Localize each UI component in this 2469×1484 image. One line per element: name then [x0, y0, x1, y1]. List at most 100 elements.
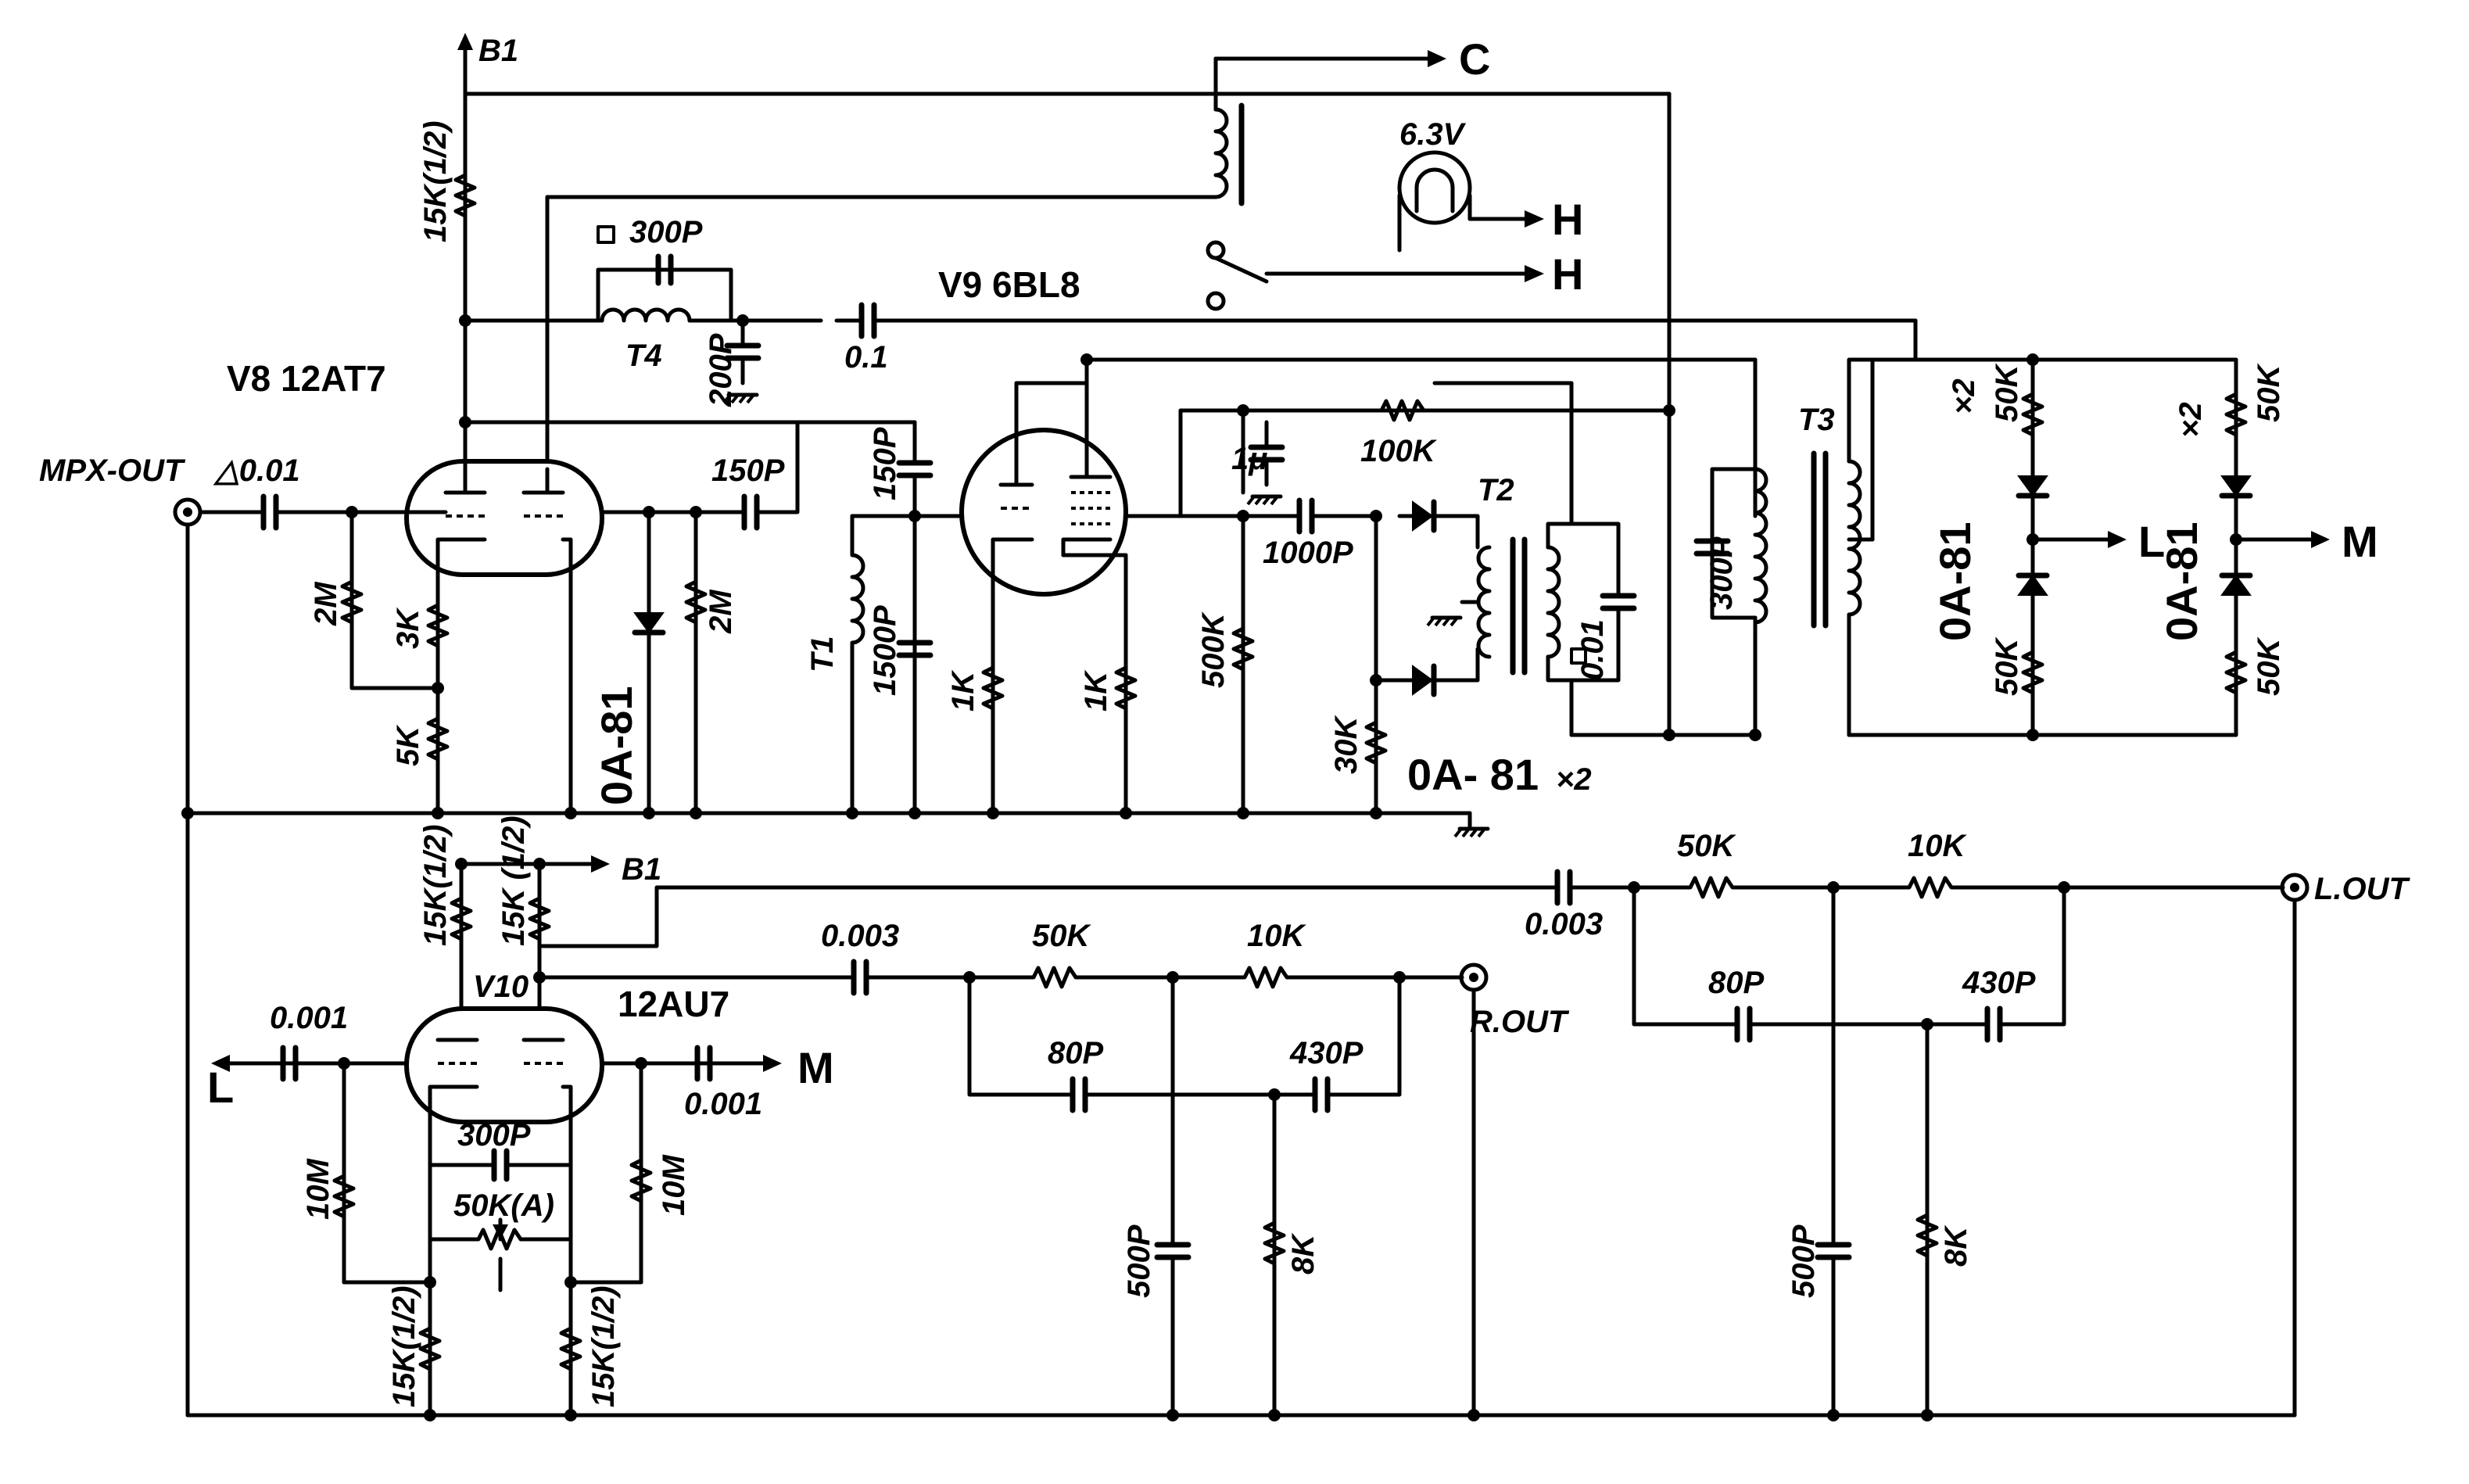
c-output: C H [545, 34, 1583, 471]
ground-1u [1248, 496, 1281, 504]
r-8k-r-label: 8K [1286, 1232, 1321, 1274]
diode-0a81-mid-a [1399, 502, 1446, 530]
c-430p-l-label: 430P [1962, 966, 2036, 1000]
detector-bank-m [2030, 357, 2330, 737]
v9-tube [959, 357, 1758, 597]
r-2m-a-label: 2M [309, 581, 343, 626]
out-l-label: L [2138, 517, 2165, 566]
t3-label: T3 [1798, 403, 1835, 437]
l-out-label: L.OUT [2314, 872, 2411, 906]
c-0-001-r-label: 0.001 [684, 1087, 762, 1121]
capacitor-1000p [1274, 500, 1337, 532]
t1-label: T1 [805, 636, 840, 672]
diode-0a81-r1b [2019, 563, 2047, 610]
capacitor-0-01-in [238, 496, 301, 528]
diode-mid-label: 0A- 81 [1407, 750, 1539, 799]
r-10m-l-label: 10M [301, 1158, 335, 1220]
r-500k-label: 500K [1196, 611, 1231, 688]
r-15k-half-l-label: 15K(1/2) [418, 824, 453, 946]
c-0-01-in-label: △0.01 [213, 453, 300, 488]
c-80p-l-label: 80P [1708, 966, 1764, 1000]
c-0-003-l-label: 0.003 [1525, 907, 1603, 941]
r-out-label: R.OUT [1470, 1005, 1570, 1039]
v10-label: V10 [473, 970, 529, 1004]
c-0-1-label: 0.1 [844, 340, 888, 375]
detector-bank-l [1847, 357, 2238, 737]
c-0-003-r-label: 0.003 [821, 919, 899, 953]
capacitor-150p-b [899, 438, 930, 500]
mpx-out-jack[interactable] [175, 500, 200, 525]
in-m-label: M [797, 1043, 834, 1092]
diode-0a81-r1a [2019, 461, 2047, 508]
diode-0a81-r2a [2222, 461, 2250, 508]
b1-label: B1 [478, 34, 518, 68]
r-10m-r-label: 10M [657, 1154, 691, 1216]
r-3k-label: 3K [391, 607, 425, 649]
r-2m-b-label: 2M [704, 589, 738, 634]
r-30k-label: 30K [1329, 715, 1364, 774]
c-1500p-label: 1500P [868, 605, 902, 696]
diode-r1-label: 0A-81 [1930, 522, 1980, 641]
c-300p-top-label: 300P [629, 215, 703, 249]
v8-label: V8 12AT7 [227, 358, 386, 399]
diode-mid-x2-label: ×2 [1556, 762, 1592, 797]
resistor-50k-l [1681, 878, 1743, 897]
r-100k-label: 100K [1360, 434, 1438, 468]
c-150p-b-label: 150P [868, 427, 902, 500]
heater-h1-label: H [1552, 195, 1583, 244]
r-50k-r1a-label: 50K [1990, 363, 2024, 422]
resistor-10k-r [1235, 968, 1298, 987]
r-50k-r-label: 50K [1032, 919, 1091, 953]
lamp-label: 6.3V [1399, 117, 1467, 152]
capacitor-0-1 [837, 305, 899, 336]
r-out-jack[interactable] [1461, 965, 1486, 990]
c-300p-t3-label: 300P [1704, 536, 1739, 610]
capacitor-500p-r [1157, 1220, 1188, 1282]
resistor-50k-r [1024, 968, 1087, 987]
mpx-out-label: MPX-OUT [39, 453, 186, 488]
l-out-jack[interactable] [2282, 875, 2307, 900]
diode-0a81-left [635, 598, 663, 645]
r-10k-r-label: 10K [1247, 919, 1306, 953]
c-150p-a-label: 150P [711, 453, 785, 488]
capacitor-80p-r [1048, 1079, 1110, 1110]
r-50k-r2b-label: 50K [2252, 636, 2286, 696]
r-5k-label: 5K [391, 724, 425, 766]
t2-transformer: T2 0.01 [1428, 473, 1754, 737]
r-15k-half-br-label: 15K(1/2) [586, 1285, 621, 1407]
diode-r2-x2-label: ×2 [2173, 402, 2208, 438]
c-500p-r-label: 500P [1122, 1224, 1156, 1298]
c-300p-v10-label: 300P [457, 1118, 531, 1152]
capacitor-430p-l [1962, 1009, 2025, 1040]
diode-left-label: 0A-81 [592, 686, 641, 805]
c-80p-r-label: 80P [1048, 1036, 1103, 1070]
c-430p-r-label: 430P [1289, 1036, 1364, 1070]
r-50k-l-label: 50K [1677, 829, 1736, 863]
diode-r1-x2-label: ×2 [1947, 378, 1981, 414]
capacitor-0-003-l [1532, 872, 1595, 903]
diode-0a81-r2b [2222, 563, 2250, 610]
r-1k-a-label: 1K [946, 669, 980, 712]
diode-0a81-mid-b [1399, 666, 1446, 694]
c-1u-label: 1μ [1231, 442, 1267, 476]
t2-label: T2 [1478, 473, 1514, 507]
resistor-10k-l [1900, 878, 1962, 897]
c-output-label: C [1459, 34, 1490, 84]
r-8k-l-label: 8K [1939, 1224, 1973, 1267]
diode-r2-label: 0A-81 [2157, 522, 2206, 641]
v9-label: V9 6BL8 [938, 264, 1080, 305]
capacitor-80p-l [1712, 1009, 1775, 1040]
c-200p-label: 200P [704, 333, 738, 407]
capacitor-0-003-r [829, 962, 891, 993]
t4-label: T4 [625, 339, 662, 373]
b1-mid-label: B1 [622, 852, 661, 887]
junction-dots [181, 314, 2242, 1421]
capacitor-150p-a [719, 496, 782, 528]
r-50k-r1b-label: 50K [1990, 636, 2024, 696]
pot-50k-label: 50K(A) [453, 1188, 554, 1223]
r-10k-l-label: 10K [1908, 829, 1967, 863]
in-l-label: L [207, 1063, 234, 1112]
resistor-15k-top-label: 15K(1/2) [418, 120, 453, 242]
c-0-001-l-label: 0.001 [270, 1001, 348, 1035]
